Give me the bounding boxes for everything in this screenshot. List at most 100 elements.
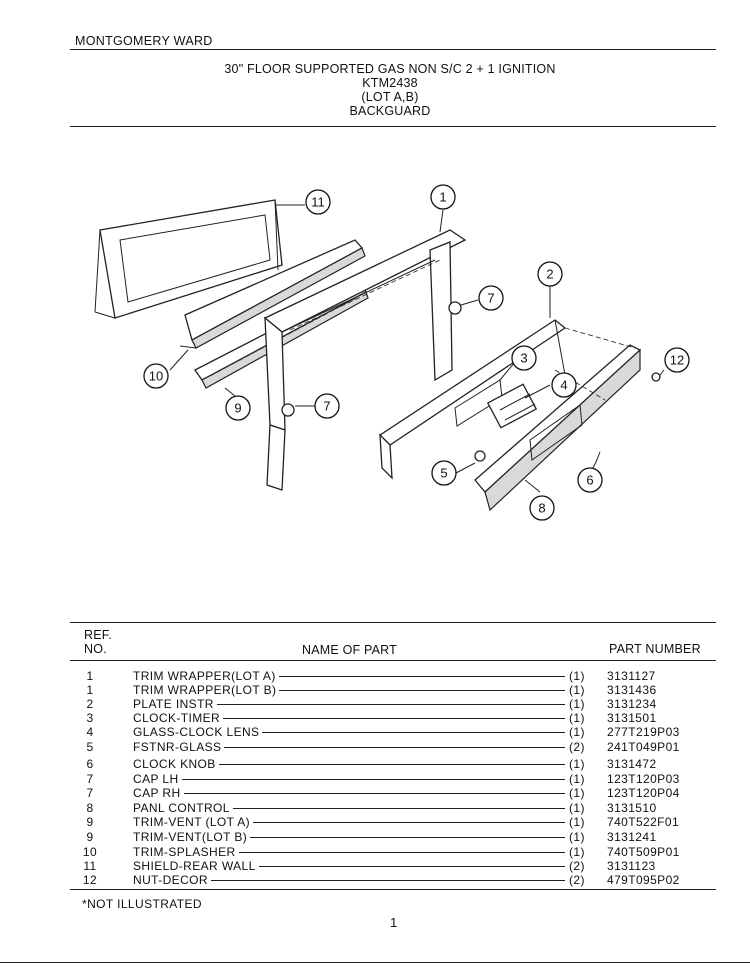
svg-text:9: 9 (234, 401, 241, 416)
col-ref-header: REF. (84, 628, 112, 642)
row-leader (140, 837, 565, 838)
svg-text:6: 6 (586, 473, 593, 488)
fstnr-glass-drawing (474, 450, 486, 462)
row-qty: (2) (569, 740, 585, 754)
row-part-name: PANL CONTROL (133, 801, 233, 815)
row-qty: (1) (569, 830, 585, 844)
table-row: 3 CLOCK-TIMER (1) 3131501 (0, 711, 750, 725)
row-ref: 5 (86, 740, 94, 754)
callout-3: 3 (511, 345, 537, 371)
row-qty: (1) (569, 757, 585, 771)
row-ref: 3 (86, 711, 94, 725)
row-part-number: 3131234 (607, 697, 657, 711)
shield-rear-wall-drawing (94, 199, 283, 319)
table-row: 2 PLATE INSTR (1) 3131234 (0, 697, 750, 711)
footnote: *NOT ILLUSTRATED (82, 897, 202, 911)
callout-7-rh: 7 (314, 393, 340, 419)
row-ref: 9 (86, 830, 94, 844)
row-qty: (2) (569, 859, 585, 873)
svg-text:10: 10 (149, 369, 163, 384)
table-row: 1 TRIM WRAPPER(LOT B) (1) 3131436 (0, 683, 750, 697)
row-qty: (1) (569, 801, 585, 815)
row-ref: 7 (86, 772, 94, 786)
row-part-name: PLATE INSTR (133, 697, 217, 711)
row-leader (140, 704, 565, 705)
row-leader (140, 866, 565, 867)
svg-text:1: 1 (439, 190, 446, 205)
callout-7-lh: 7 (478, 285, 504, 311)
table-header-rule (70, 660, 716, 661)
svg-text:3: 3 (520, 351, 527, 366)
row-ref: 9 (86, 815, 94, 829)
row-part-name: CLOCK KNOB (133, 757, 219, 771)
table-top-rule (70, 622, 716, 623)
svg-text:4: 4 (560, 378, 567, 393)
trim-splasher-drawing (179, 239, 366, 349)
row-ref: 6 (86, 757, 94, 771)
row-leader (140, 793, 565, 794)
row-leader (140, 732, 565, 733)
row-qty: (1) (569, 786, 585, 800)
trim-wrapper-drawing (263, 229, 467, 491)
callout-10: 10 (143, 363, 169, 389)
panl-control-drawing (474, 327, 642, 512)
row-part-number: 123T120P03 (607, 772, 680, 786)
callout-6: 6 (577, 467, 603, 493)
row-part-number: 740T522F01 (607, 815, 680, 829)
row-ref: 8 (86, 801, 94, 815)
brand-name: MONTGOMERY WARD (75, 34, 213, 48)
title-rule (70, 126, 716, 127)
callout-5: 5 (431, 460, 457, 486)
row-part-name: TRIM-VENT(LOT B) (133, 830, 251, 844)
row-part-number: 3131510 (607, 801, 657, 815)
svg-text:7: 7 (487, 291, 494, 306)
row-qty: (1) (569, 683, 585, 697)
table-row: 9 TRIM-VENT(LOT B) (1) 3131241 (0, 830, 750, 844)
row-part-number: 3131501 (607, 711, 657, 725)
row-qty: (2) (569, 873, 585, 887)
row-part-name: NUT-DECOR (133, 873, 211, 887)
table-row: 4 GLASS-CLOCK LENS (1) 277T219P03 (0, 725, 750, 739)
row-part-name: TRIM WRAPPER(LOT A) (133, 669, 279, 683)
row-qty: (1) (569, 697, 585, 711)
table-row: 6 CLOCK KNOB (1) 3131472 (0, 757, 750, 771)
row-leader (140, 808, 565, 809)
callout-4: 4 (551, 372, 577, 398)
clock-timer-drawing (486, 383, 538, 429)
row-part-number: 3131472 (607, 757, 657, 771)
callout-9: 9 (225, 395, 251, 421)
row-qty: (1) (569, 669, 585, 683)
document-title: 30" FLOOR SUPPORTED GAS NON S/C 2 + 1 IG… (224, 62, 556, 76)
row-ref: 4 (86, 725, 94, 739)
row-qty: (1) (569, 815, 585, 829)
row-part-name: CAP LH (133, 772, 182, 786)
exploded-parts-diagram: 1 2 3 4 5 6 7 7 8 9 10 11 12 (94, 184, 690, 521)
row-leader (140, 718, 565, 719)
row-qty: (1) (569, 725, 585, 739)
lot-designation: (LOT A,B) (361, 90, 419, 104)
row-qty: (1) (569, 845, 585, 859)
svg-text:2: 2 (546, 267, 553, 282)
row-part-name: CAP RH (133, 786, 184, 800)
row-part-number: 3131127 (607, 669, 656, 683)
table-row: 8 PANL CONTROL (1) 3131510 (0, 801, 750, 815)
row-ref: 10 (82, 845, 98, 859)
row-leader (140, 852, 565, 853)
nut-decor-drawing (651, 372, 661, 382)
row-part-number: 123T120P04 (607, 786, 680, 800)
row-ref: 2 (86, 697, 94, 711)
table-bottom-rule (70, 889, 716, 890)
row-part-number: 479T095P02 (607, 873, 680, 887)
row-leader (140, 676, 565, 677)
col-part-number-header: PART NUMBER (609, 642, 701, 656)
table-row: 1 TRIM WRAPPER(LOT A) (1) 3131127 (0, 669, 750, 683)
callout-11: 11 (305, 189, 331, 215)
row-part-name: SHIELD-REAR WALL (133, 859, 259, 873)
callout-1: 1 (430, 184, 456, 210)
row-leader (140, 747, 565, 748)
svg-text:11: 11 (311, 195, 325, 210)
row-part-name: TRIM-VENT (LOT A) (133, 815, 254, 829)
svg-text:5: 5 (440, 466, 447, 481)
row-part-number: 277T219P03 (607, 725, 680, 739)
row-qty: (1) (569, 772, 585, 786)
